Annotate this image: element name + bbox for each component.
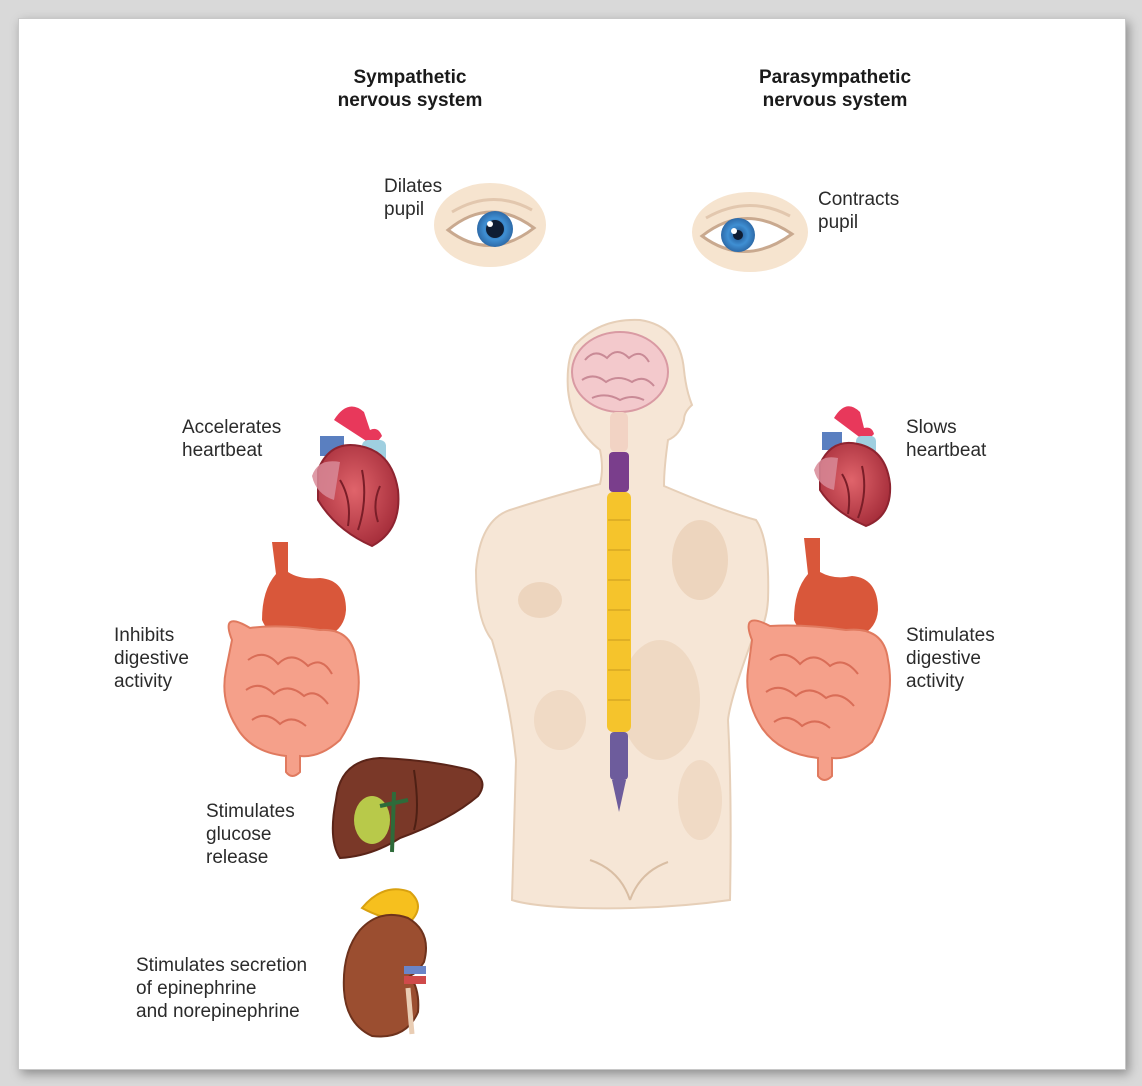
left-heart-icon <box>312 406 400 548</box>
epinephrine-secretion-label: Stimulates secretion of epinephrine and … <box>136 955 308 1022</box>
accelerates-heartbeat-label: Accelerates heartbeat <box>182 417 282 461</box>
left-eye-icon <box>434 183 546 267</box>
liver-icon <box>331 756 484 860</box>
contracts-pupil-label: Contracts pupil <box>818 189 900 233</box>
left-digestive-icon <box>223 542 360 777</box>
dilates-pupil-label: Dilates pupil <box>384 176 443 220</box>
sympathetic-heading: Sympathetic nervous system <box>337 67 483 111</box>
slows-heartbeat-label: Slows heartbeat <box>906 417 987 461</box>
glucose-release-label: Stimulates glucose release <box>206 801 295 868</box>
parasympathetic-heading: Parasympathetic nervous system <box>758 67 912 111</box>
spinal-cord <box>607 412 631 812</box>
right-digestive-icon <box>746 538 891 781</box>
stimulates-digestive-label: Stimulates digestive activity <box>906 625 995 692</box>
kidney-icon <box>342 888 427 1038</box>
right-eye-icon <box>692 192 808 272</box>
inhibits-digestive-label: Inhibits digestive activity <box>114 625 189 692</box>
right-heart-icon <box>814 406 892 528</box>
brain-icon <box>571 331 669 413</box>
